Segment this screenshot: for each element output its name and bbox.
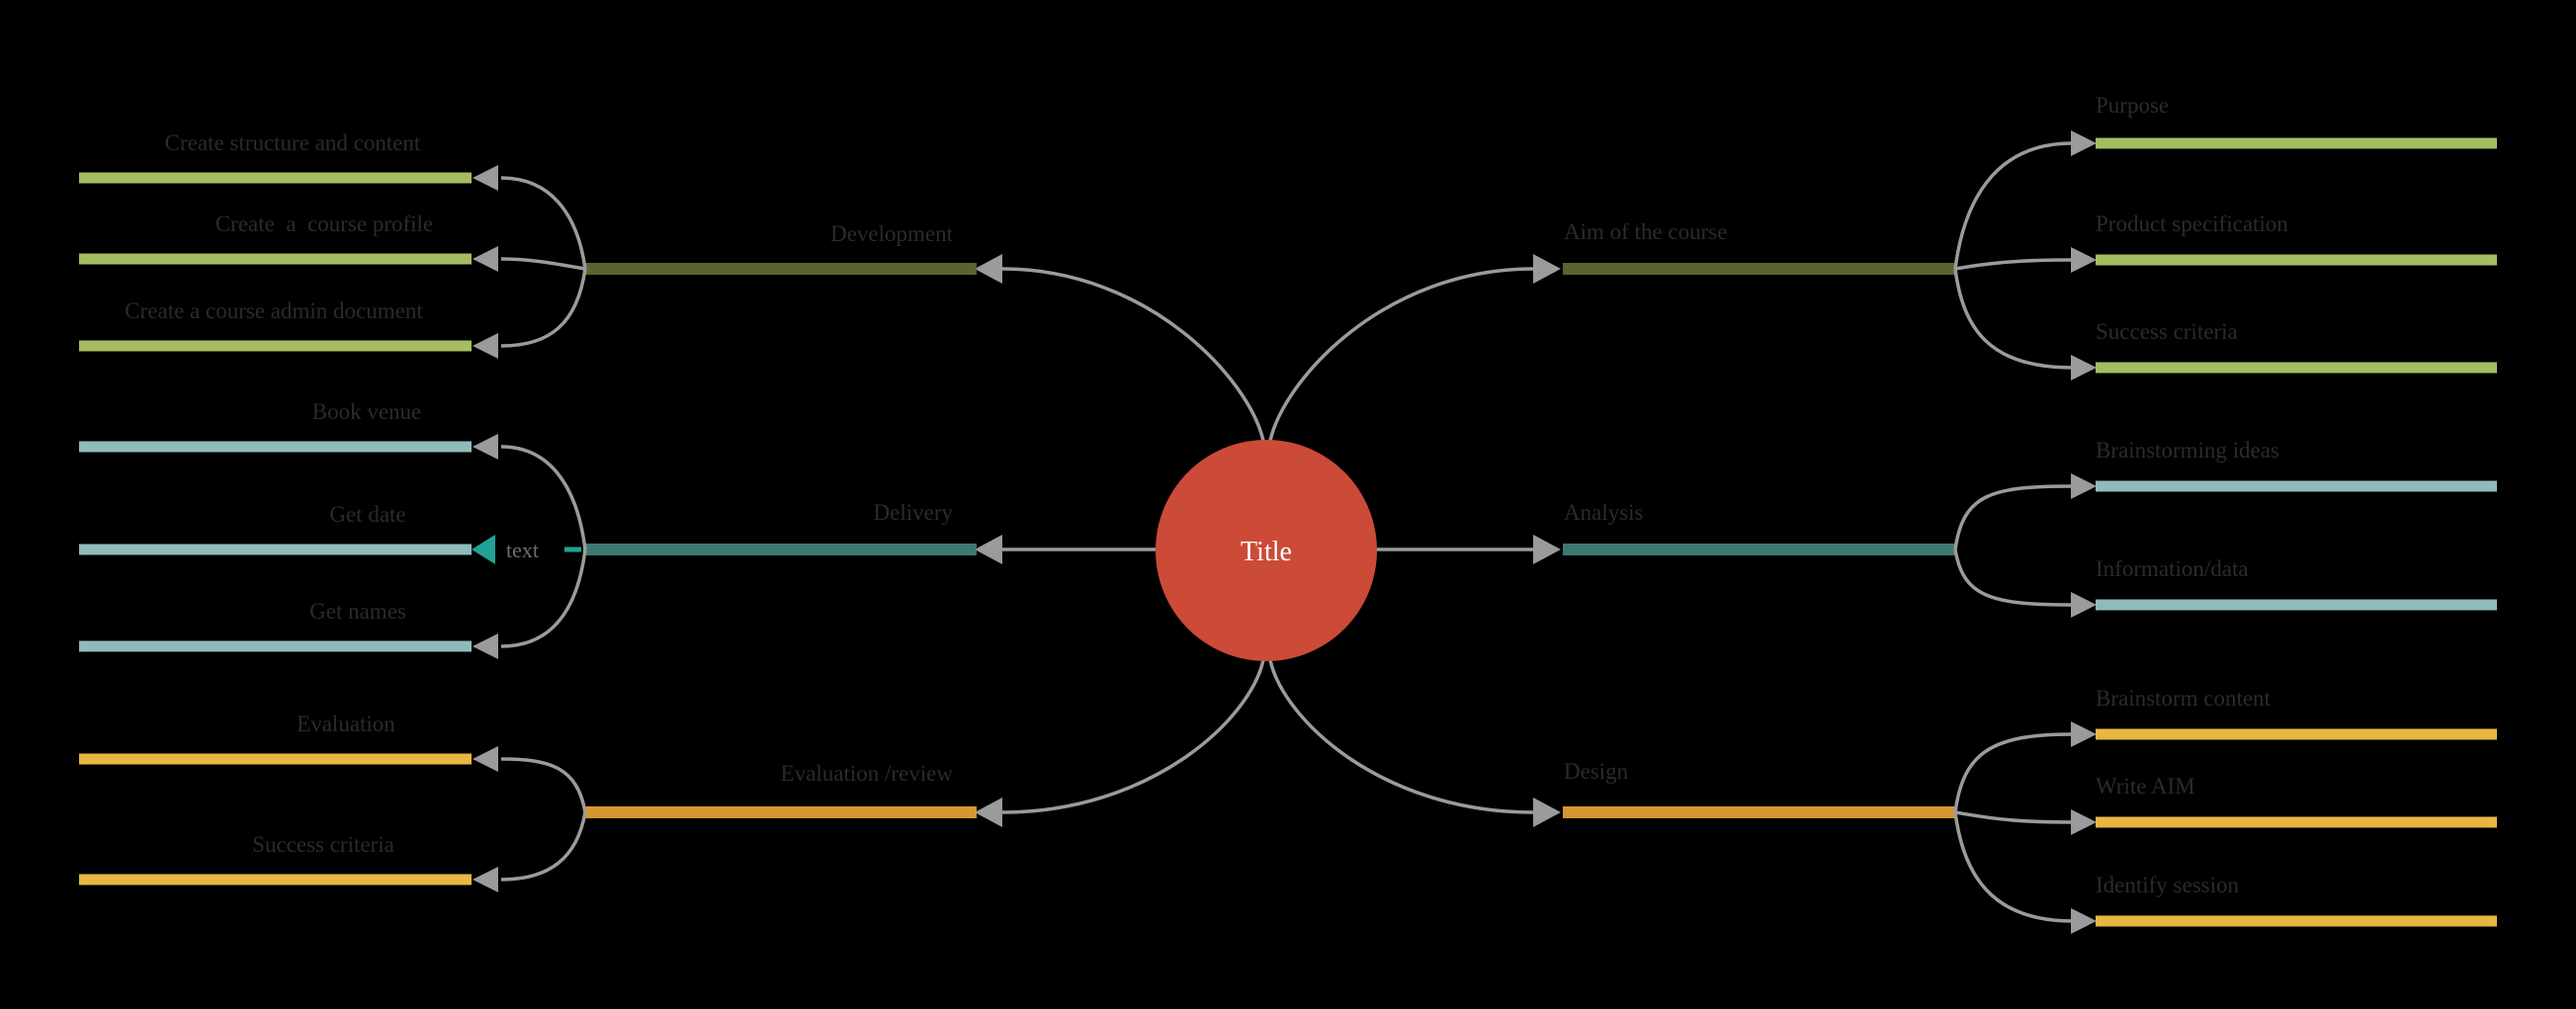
topic-brainstorming-ideas-label[interactable]: Brainstorming ideas	[2096, 438, 2279, 462]
fan-curve-delivery-2	[500, 548, 587, 648]
arrowhead-course-profile	[472, 246, 498, 272]
fan-curve-aim-2	[1954, 258, 2073, 271]
branch-evaluation-label[interactable]: Evaluation /review	[781, 761, 954, 786]
topic-information-data-label[interactable]: Information/data	[2096, 556, 2249, 581]
branch-analysis-label[interactable]: Analysis	[1564, 500, 1644, 525]
topic-course-profile-label[interactable]: Create a course profile	[215, 211, 433, 236]
branch-aim-label[interactable]: Aim of the course	[1564, 219, 1727, 244]
arrowhead-create-structure	[472, 165, 498, 191]
arrowhead-write-aim	[2071, 809, 2097, 835]
arrowhead-get-names	[472, 633, 498, 659]
topic-get-date-label[interactable]: Get date	[329, 502, 405, 527]
topic-product-specification-label[interactable]: Product specification	[2096, 211, 2288, 236]
fan-curve-delivery-1	[500, 445, 587, 550]
annotation-text-label[interactable]: text	[506, 538, 539, 562]
fan-curve-analysis-2	[1953, 548, 2073, 607]
arrowhead-purpose	[2071, 130, 2097, 156]
fan-curve-development-3	[500, 268, 587, 348]
connector-center-to-design	[1268, 659, 1534, 814]
annotation-arrow-icon[interactable]	[472, 535, 495, 564]
topic-get-names-label[interactable]: Get names	[309, 599, 406, 624]
branch-development-label[interactable]: Development	[830, 221, 954, 246]
fan-curve-development-2	[500, 257, 586, 271]
arrowhead-aim	[1533, 254, 1561, 284]
topic-create-structure-label[interactable]: Create structure and content	[165, 130, 421, 155]
topic-identify-session-label[interactable]: Identify session	[2096, 873, 2240, 897]
arrowhead-success-criteria-right	[2071, 355, 2097, 380]
fan-curve-evaluation-2	[500, 811, 587, 882]
arrowhead-evaluation-child	[472, 746, 498, 772]
arrowhead-brainstorming-ideas	[2071, 473, 2097, 499]
arrowhead-development	[975, 254, 1002, 284]
topic-book-venue-label[interactable]: Book venue	[312, 399, 422, 424]
arrowhead-evaluation	[975, 798, 1002, 827]
topic-evaluation-label[interactable]: Evaluation	[297, 712, 395, 736]
branch-delivery-label[interactable]: Delivery	[874, 500, 954, 525]
arrowhead-identify-session	[2071, 908, 2097, 934]
central-topic-label[interactable]: Title	[1241, 537, 1292, 567]
topic-write-aim-label[interactable]: Write AIM	[2096, 774, 2195, 799]
arrowhead-book-venue	[472, 434, 498, 460]
arrowhead-success-criteria-left	[472, 867, 498, 892]
fan-curve-analysis-1	[1953, 484, 2073, 550]
central-topic-node[interactable]	[1156, 440, 1377, 661]
connector-center-to-development	[1001, 267, 1265, 442]
arrowhead-analysis	[1533, 535, 1561, 564]
branch-design-label[interactable]: Design	[1564, 759, 1629, 784]
arrowhead-product-specification	[2071, 247, 2097, 273]
arrowhead-delivery	[975, 535, 1002, 564]
fan-curve-design-1	[1953, 732, 2073, 813]
fan-curve-evaluation-1	[500, 757, 587, 813]
topic-admin-document-label[interactable]: Create a course admin document	[125, 298, 423, 323]
topic-success-criteria-right-label[interactable]: Success criteria	[2096, 319, 2238, 344]
topic-brainstorm-content-label[interactable]: Brainstorm content	[2096, 686, 2272, 711]
fan-curve-design-3	[1953, 811, 2073, 923]
arrowhead-brainstorm-content	[2071, 721, 2097, 747]
fan-curve-aim-3	[1953, 268, 2073, 370]
fan-curve-development-1	[500, 176, 587, 270]
arrowhead-information-data	[2071, 592, 2097, 618]
topic-success-criteria-left-label[interactable]: Success criteria	[252, 832, 394, 857]
fan-curve-design-2	[1954, 810, 2073, 824]
topic-purpose-label[interactable]: Purpose	[2096, 93, 2169, 118]
arrowhead-admin-document	[472, 333, 498, 359]
connector-center-to-aim	[1268, 267, 1534, 442]
arrowhead-design	[1533, 798, 1561, 827]
fan-curve-aim-1	[1953, 141, 2073, 270]
connector-center-to-evaluation	[1001, 659, 1265, 814]
